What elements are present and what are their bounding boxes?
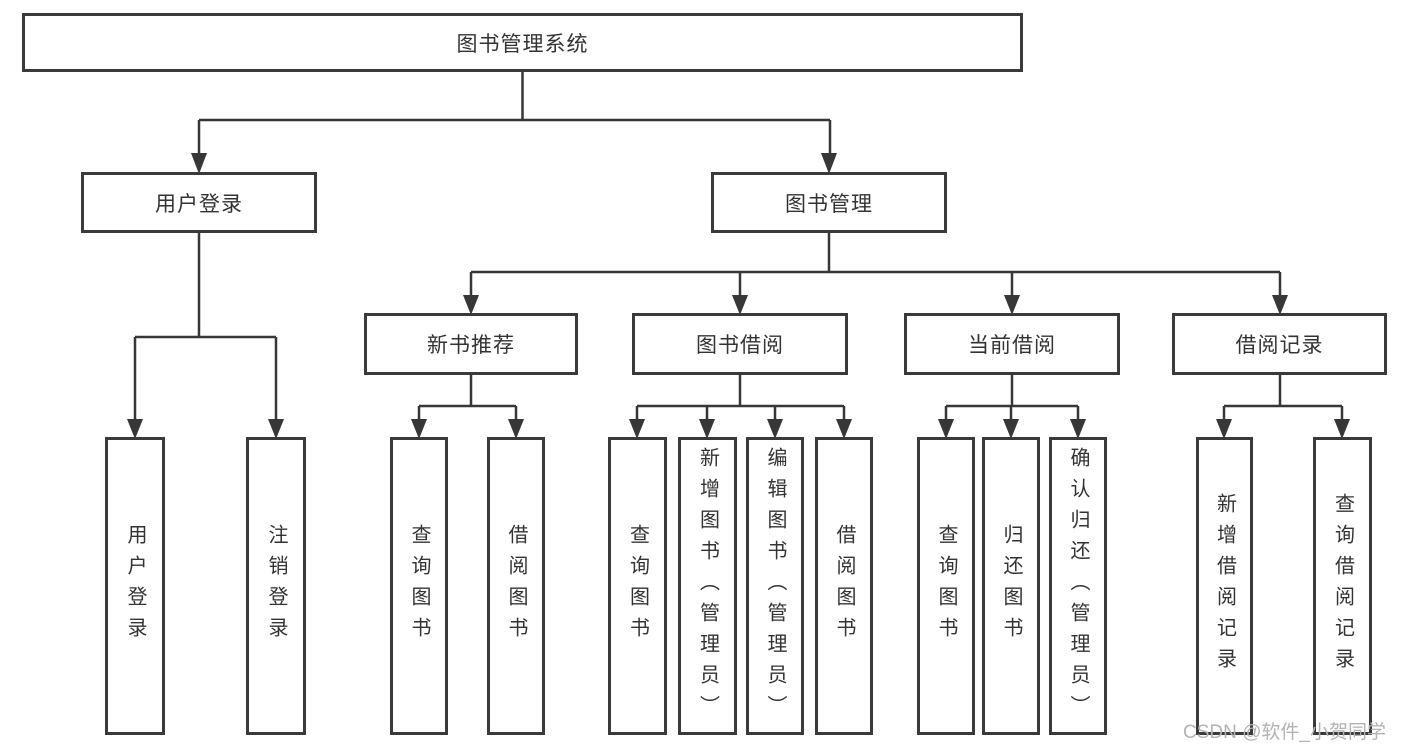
leaf-bb-add-books-admin: 新增图书（管理员） — [678, 437, 737, 735]
node-book-borrowing: 图书借阅 — [632, 313, 848, 375]
leaf-bb-edit-books-admin: 编辑图书（管理员） — [746, 437, 804, 735]
node-book-management: 图书管理 — [711, 172, 947, 233]
leaf-user-login: 用户登录 — [105, 437, 165, 735]
node-new-book-recommend: 新书推荐 — [364, 313, 578, 375]
leaf-cb-confirm-return-admin: 确认归还（管理员） — [1049, 437, 1107, 735]
leaf-bb-borrow-books: 借阅图书 — [815, 437, 873, 735]
leaf-br-add-record: 新增借阅记录 — [1196, 437, 1253, 735]
leaf-cb-return-books: 归还图书 — [982, 437, 1040, 735]
leaf-br-query-record: 查询借阅记录 — [1313, 437, 1372, 735]
leaf-nb-query-books: 查询图书 — [390, 437, 448, 735]
node-current-borrowing: 当前借阅 — [904, 313, 1120, 375]
node-library-management-system: 图书管理系统 — [22, 13, 1023, 72]
leaf-cb-query-books: 查询图书 — [917, 437, 975, 735]
leaf-nb-borrow-books: 借阅图书 — [487, 437, 545, 735]
leaf-bb-query-books: 查询图书 — [608, 437, 667, 735]
node-borrowing-records: 借阅记录 — [1172, 313, 1387, 375]
watermark-text: CSDN @软件_小贺同学 — [1183, 722, 1386, 743]
arrowhead-icons — [127, 153, 1350, 439]
node-user-login: 用户登录 — [81, 172, 317, 233]
leaf-logout: 注销登录 — [246, 437, 306, 735]
